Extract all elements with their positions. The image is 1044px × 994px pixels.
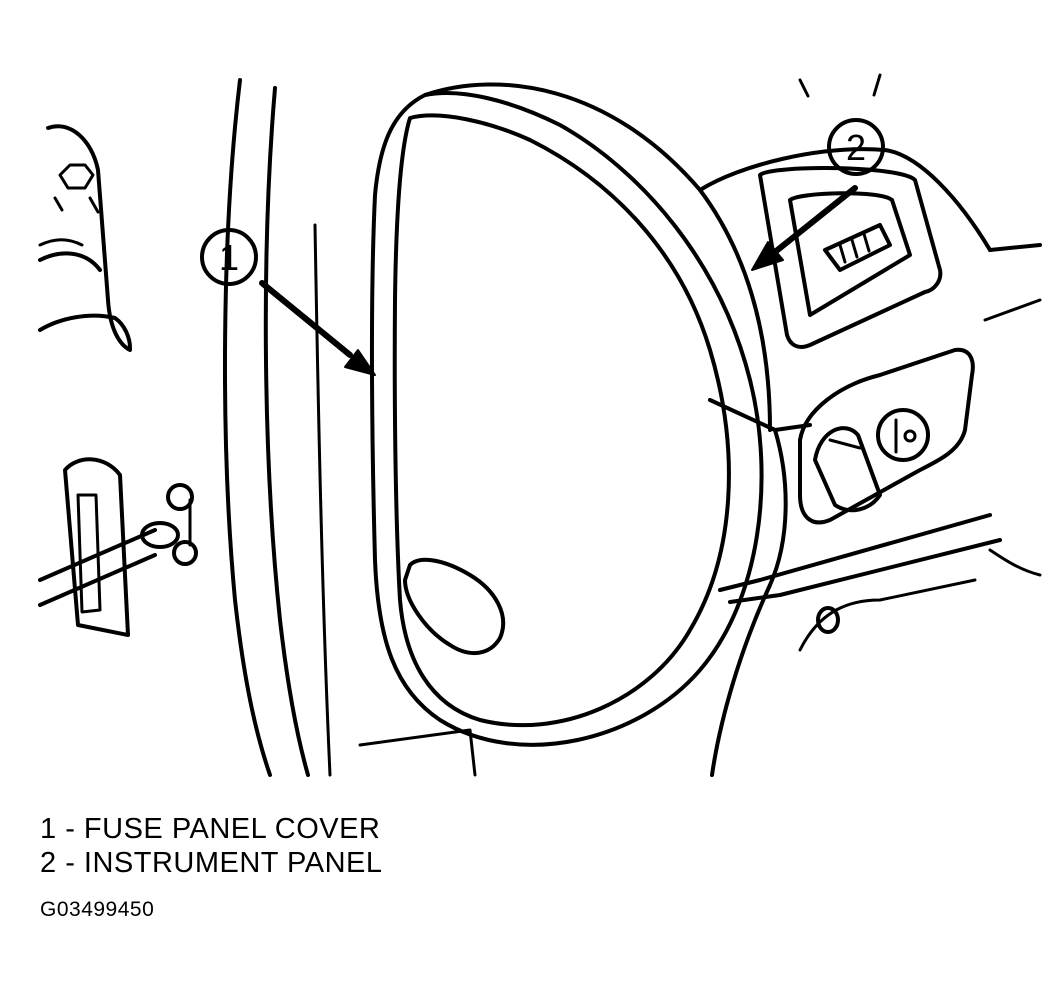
callout-1: 1: [200, 228, 258, 286]
figure-id: G03499450: [40, 898, 155, 921]
legend-item-instrument-panel: 2 - INSTRUMENT PANEL: [40, 846, 383, 880]
fuse-panel-cover: [358, 91, 764, 777]
callout-2-number: 2: [846, 127, 866, 168]
legend-label: INSTRUMENT PANEL: [83, 847, 383, 879]
legend-separator: -: [56, 847, 84, 879]
legend-number: 1: [40, 813, 57, 845]
door-hinge: [38, 457, 198, 637]
door-pillar: [222, 78, 332, 777]
callout-1-number: 1: [219, 237, 239, 278]
door-bolt: [38, 124, 132, 352]
callout-1-circle: [200, 228, 258, 286]
legend-number: 2: [40, 847, 57, 879]
callout-2-circle: [827, 118, 885, 176]
callout-2: 2: [827, 118, 885, 176]
fuse-panel-illustration: 1 2: [38, 73, 1042, 777]
legend-item-fuse-panel-cover: 1 - FUSE PANEL COVER: [40, 812, 383, 846]
legend-label: FUSE PANEL COVER: [83, 813, 381, 845]
legend-separator: -: [56, 813, 84, 845]
leader-arrow-1: [259, 280, 376, 376]
legend: 1 - FUSE PANEL COVER 2 - INSTRUMENT PANE…: [40, 812, 383, 880]
instrument-panel: [423, 73, 1042, 777]
leader-arrow-2: [751, 185, 858, 271]
